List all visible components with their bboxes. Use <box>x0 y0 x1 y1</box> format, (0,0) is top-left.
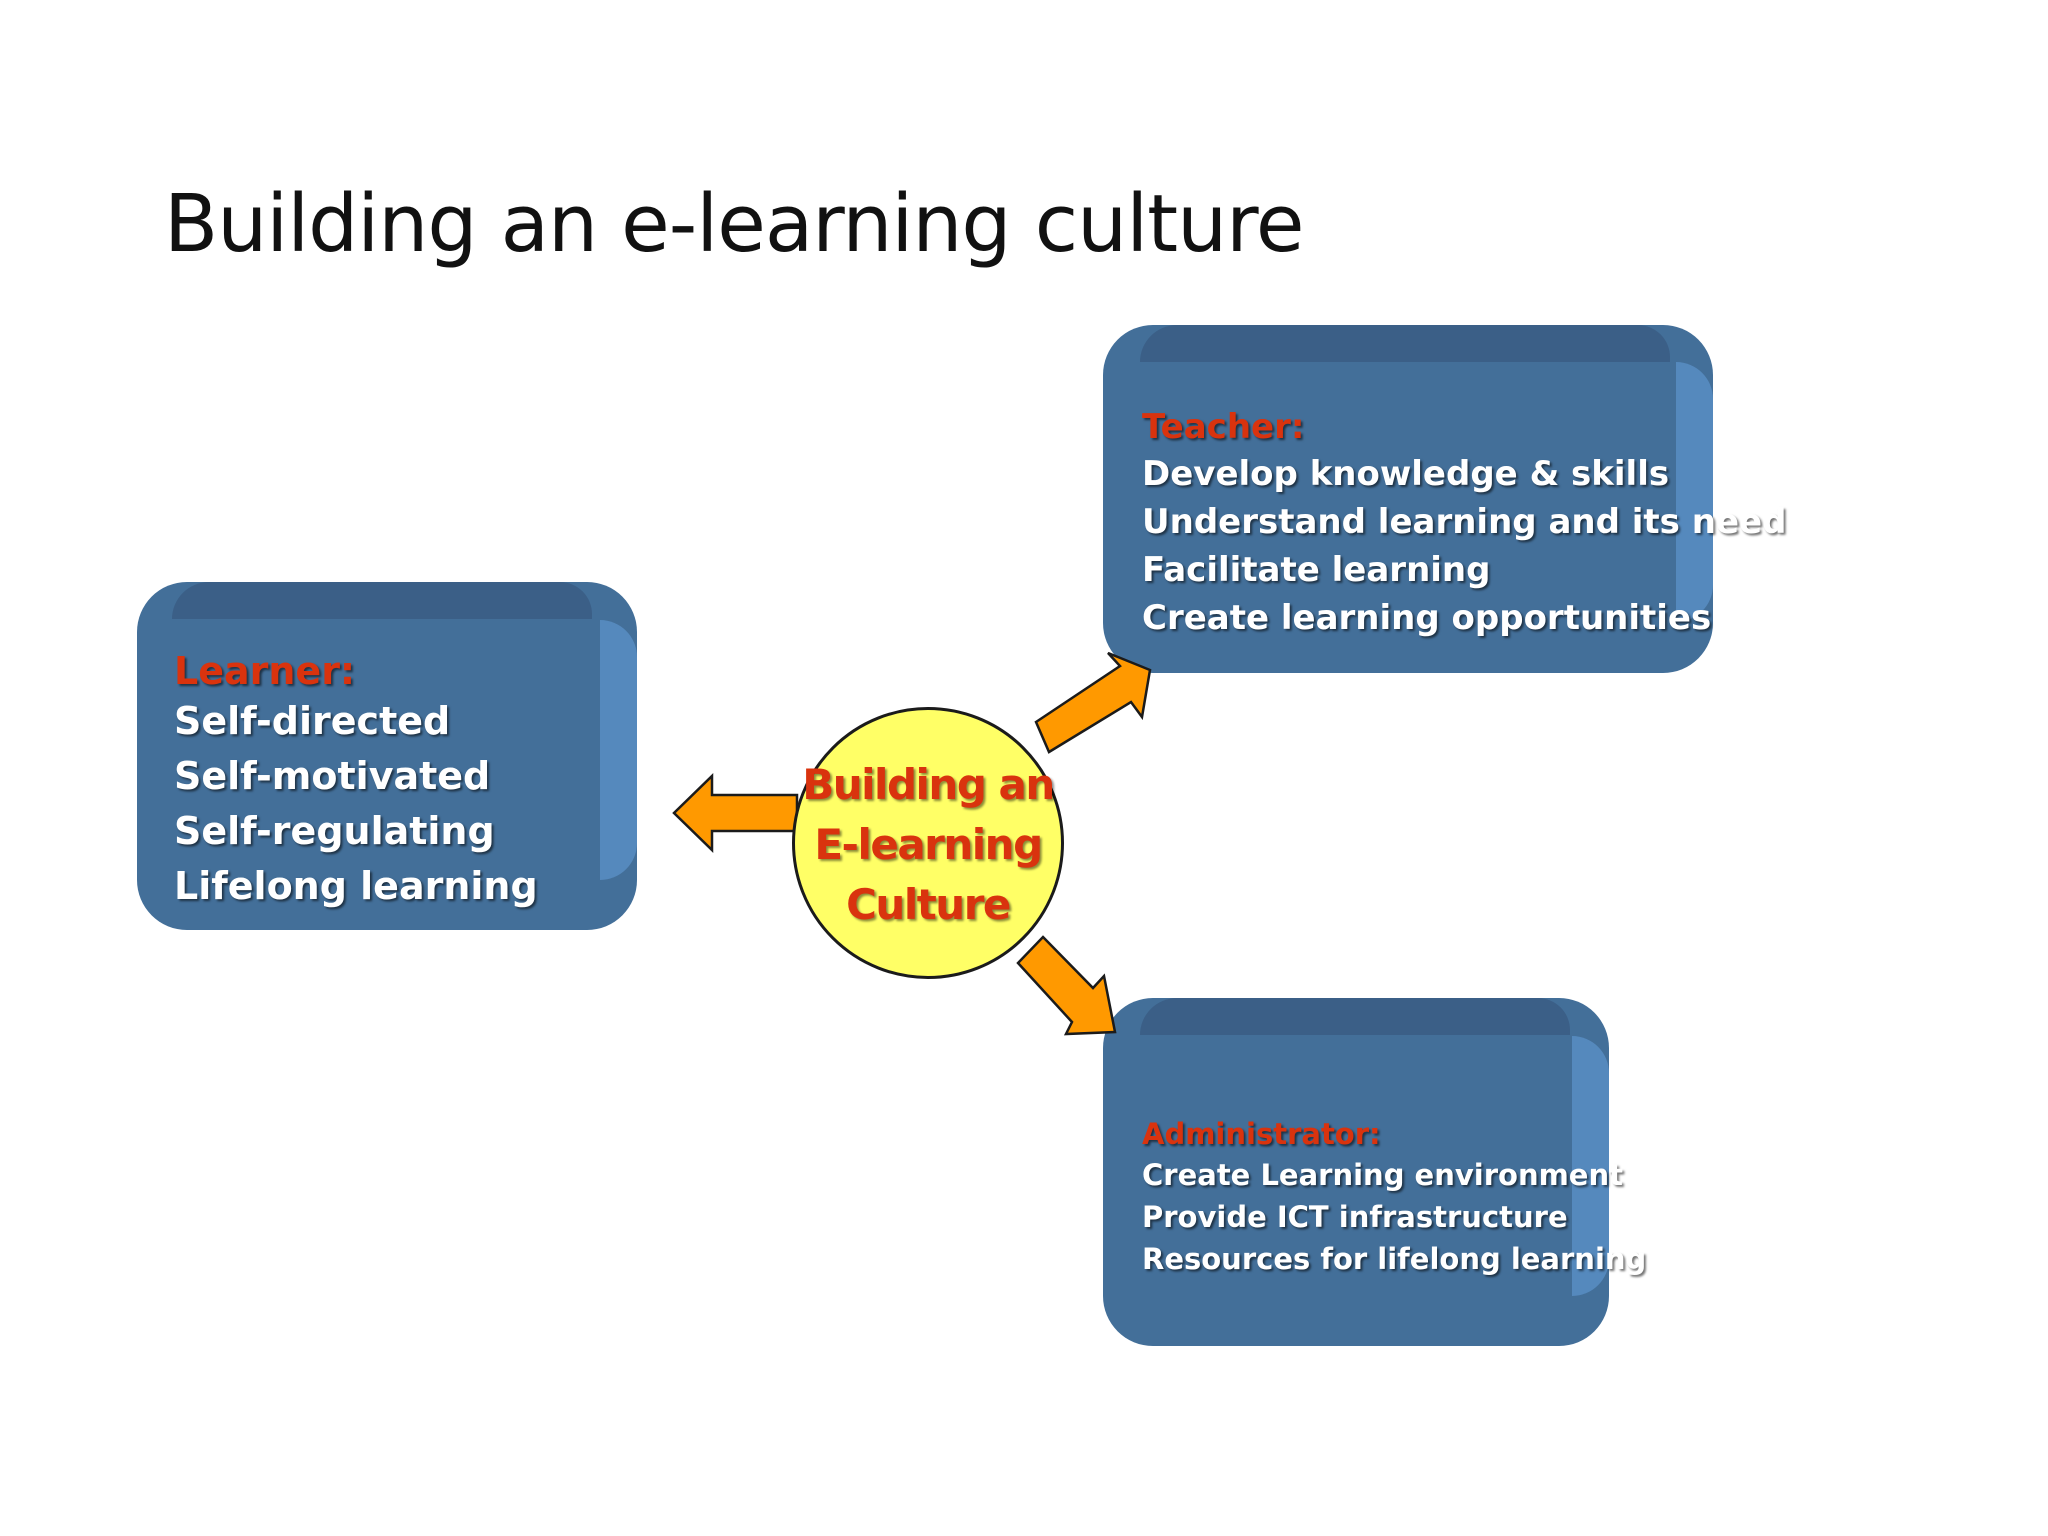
administrator-item: Create Learning environment <box>1142 1158 1623 1192</box>
arrow-to-teacher-shape <box>1034 651 1152 754</box>
learner-item: Self-directed <box>174 699 451 743</box>
hub-label-line: E-learning <box>814 820 1043 869</box>
administrator-heading: Administrator: <box>1142 1117 1381 1151</box>
teacher-item: Facilitate learning <box>1142 550 1491 590</box>
learner-item: Self-regulating <box>174 809 495 853</box>
slide-title: Building an e-learning culture <box>164 178 1305 270</box>
arrow-to-learner <box>672 773 799 853</box>
learner-item: Self-motivated <box>174 754 491 798</box>
administrator-item: Resources for lifelong learning <box>1142 1242 1647 1276</box>
arrow-to-administrator <box>1016 935 1117 1036</box>
teacher-item: Understand learning and its need <box>1142 502 1787 542</box>
teacher-item: Create learning opportunities <box>1142 598 1712 638</box>
hub-label: Building an E-learning Culture <box>792 755 1064 935</box>
learner-heading: Learner: <box>174 649 356 693</box>
administrator-item: Provide ICT infrastructure <box>1142 1200 1568 1234</box>
teacher-item: Develop knowledge & skills <box>1142 454 1670 494</box>
hub-circle <box>792 707 1064 979</box>
learner-item: Lifelong learning <box>174 864 538 908</box>
hub-label-line: Culture <box>846 880 1011 929</box>
hub-label-line: Building an <box>802 760 1055 809</box>
teacher-heading: Teacher: <box>1142 407 1305 447</box>
